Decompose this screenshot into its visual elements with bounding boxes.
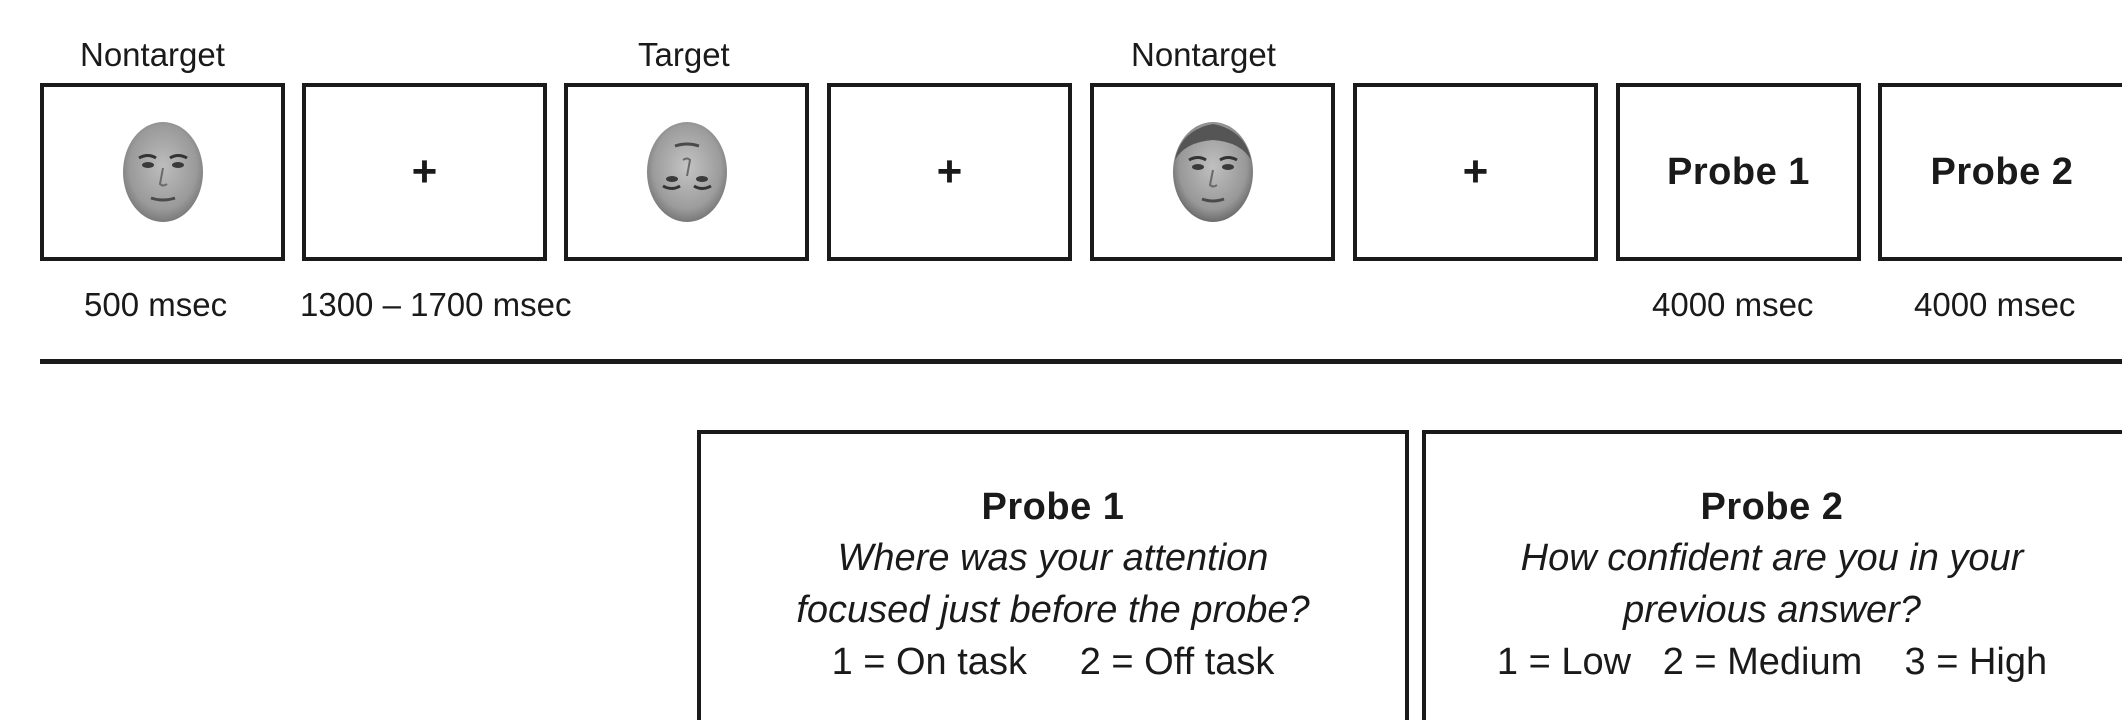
frame-face-nontarget-2 — [1090, 83, 1335, 261]
probe-1-question-line-2: focused just before the probe? — [796, 589, 1310, 631]
duration-probe-1: 4000 msec — [1652, 286, 1814, 323]
face-nontarget-icon — [1172, 122, 1253, 222]
fixation-cross: + — [1462, 147, 1489, 196]
frame-probe-1: Probe 1 — [1616, 83, 1861, 261]
duration-fixation: 1300 – 1700 msec — [300, 286, 572, 323]
frame-probe-2: Probe 2 — [1878, 83, 2122, 261]
probe-2-question-line-2: previous answer? — [1623, 589, 1921, 631]
frame-face-target — [564, 83, 809, 261]
fixation-cross: + — [411, 147, 438, 196]
label-nontarget-1: Nontarget — [80, 36, 225, 73]
probe-2-label: Probe 2 — [1930, 150, 2074, 193]
label-target: Target — [638, 36, 730, 73]
fixation-cross: + — [936, 147, 963, 196]
probe-1-options: 1 = On task 2 = Off task — [831, 641, 1275, 683]
frame-fixation-1: + — [302, 83, 547, 261]
frame-fixation-3: + — [1353, 83, 1598, 261]
frame-fixation-2: + — [827, 83, 1072, 261]
face-nontarget-icon — [122, 122, 203, 222]
probe-1-detail-box: Probe 1 Where was your attention focused… — [697, 430, 1409, 720]
probe-2-title: Probe 2 — [1700, 486, 1844, 528]
timeline-axis — [40, 359, 2122, 364]
face-target-inverted-icon — [646, 122, 727, 222]
duration-probe-2: 4000 msec — [1914, 286, 2076, 323]
duration-face: 500 msec — [84, 286, 228, 323]
label-nontarget-2: Nontarget — [1131, 36, 1276, 73]
probe-1-question-line-1: Where was your attention — [837, 537, 1269, 579]
probe-2-detail-box: Probe 2 How confident are you in your pr… — [1422, 430, 2122, 720]
probe-2-options: 1 = Low 2 = Medium 3 = High — [1496, 641, 2048, 683]
probe-1-title: Probe 1 — [981, 486, 1125, 528]
frame-face-nontarget-1 — [40, 83, 285, 261]
probe-1-label: Probe 1 — [1667, 150, 1810, 193]
probe-2-question-line-1: How confident are you in your — [1520, 537, 2024, 579]
